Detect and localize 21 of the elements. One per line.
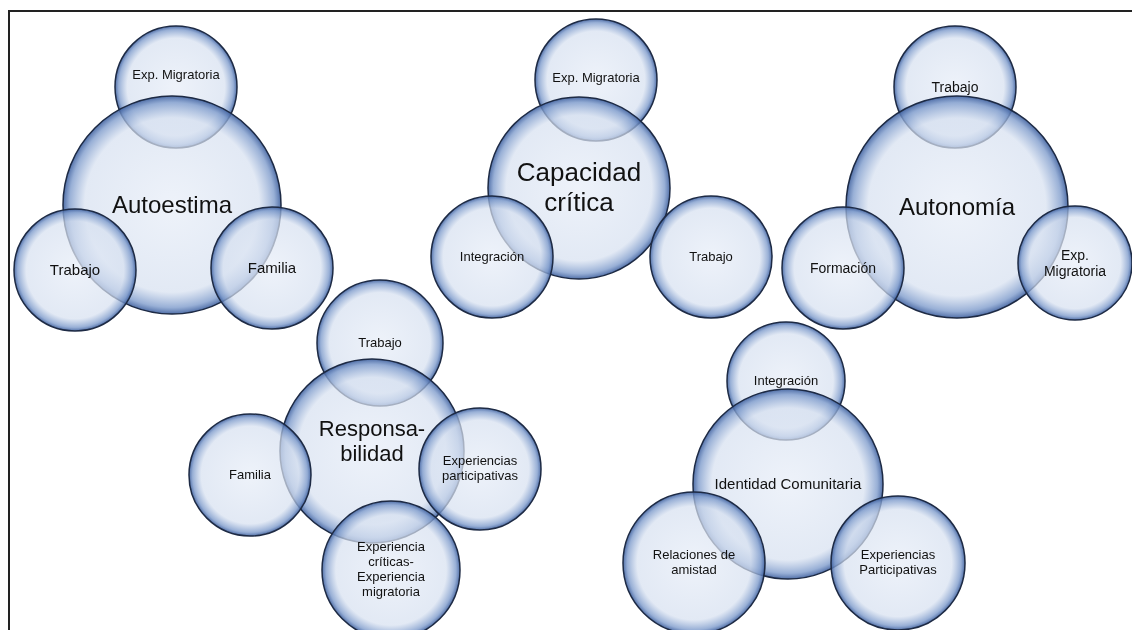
circle-label: Familia — [228, 467, 272, 483]
circle-label: Trabajo — [48, 261, 102, 279]
circle-label: Responsa- bilidad — [317, 415, 427, 467]
circle-label: Autoestima — [110, 191, 234, 219]
circle-label: Trabajo — [688, 249, 734, 265]
circle-label: Relaciones de amistad — [651, 548, 737, 578]
circle-label: Familia — [246, 259, 298, 277]
circle-label: Capacidad crítica — [515, 158, 643, 218]
circle-label: Integración — [752, 373, 820, 389]
circle-label: Exp. Migratoria — [1042, 246, 1108, 280]
circle-label: Integración — [458, 249, 526, 265]
circle-label: Experiencias Participativas — [858, 548, 938, 578]
circle-label: Trabajo — [930, 78, 980, 96]
circle-label: Identidad Comunitaria — [713, 475, 863, 493]
circle-label: Exp. Migratoria — [551, 70, 641, 86]
circle-label: Formación — [808, 259, 878, 277]
circle-label: Exp. Migratoria — [131, 67, 221, 83]
circle-label: Autonomía — [897, 193, 1017, 221]
circle-label: Experiencia críticas- Experiencia migratoria — [356, 540, 426, 600]
circle-label: Trabajo — [357, 335, 403, 351]
circle-label: Experiencias participativas — [441, 454, 519, 484]
